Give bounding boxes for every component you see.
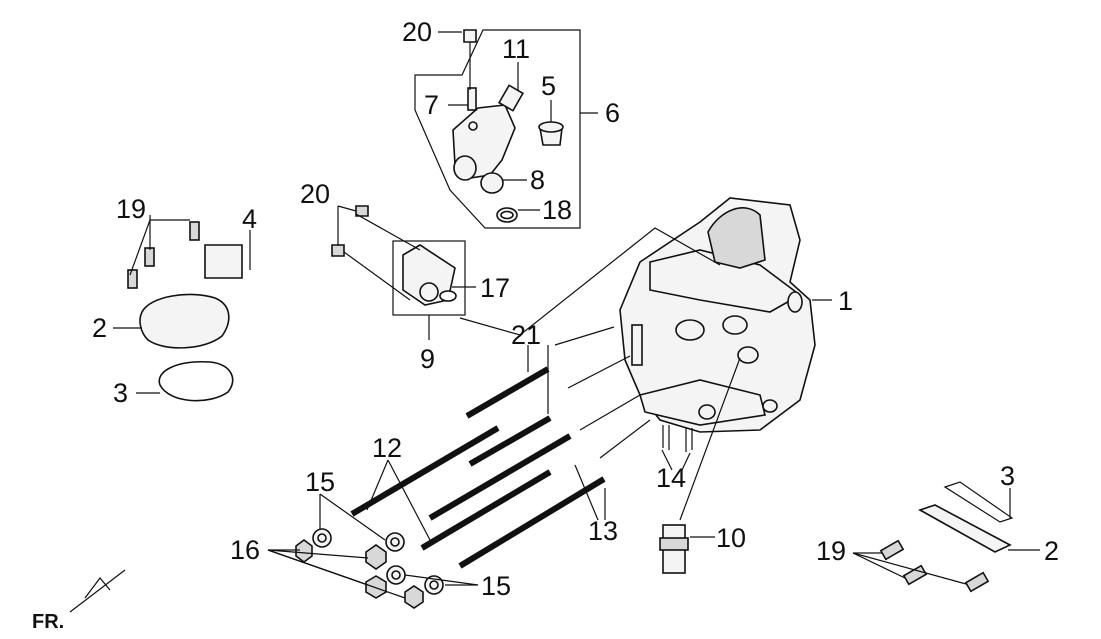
label-7: 7	[424, 90, 439, 120]
stud-bolts	[350, 366, 606, 569]
callout-labels: 20 11 7 5 6 8 18 20 17 9 1 19 4 2 3 21 1…	[92, 17, 1059, 601]
nuts-and-washers	[295, 528, 444, 609]
label-17: 17	[480, 273, 510, 303]
label-18: 18	[542, 195, 572, 225]
spark-plug	[659, 524, 689, 574]
label-20-mid: 20	[300, 179, 330, 209]
label-20-top: 20	[402, 17, 432, 47]
side-cover-right	[879, 481, 1014, 593]
label-15-bottom: 15	[481, 571, 511, 601]
label-6: 6	[605, 98, 620, 128]
label-4: 4	[242, 204, 257, 234]
label-16: 16	[230, 535, 260, 565]
side-cover-left	[127, 221, 243, 402]
label-8: 8	[530, 165, 545, 195]
label-10: 10	[716, 523, 746, 553]
label-1: 1	[838, 286, 853, 316]
orientation-label: FR.	[32, 611, 64, 633]
label-12: 12	[372, 433, 402, 463]
label-3-left: 3	[113, 378, 128, 408]
label-2-right: 2	[1044, 536, 1059, 566]
cylinder-head	[619, 197, 816, 452]
label-3-right: 3	[1000, 461, 1015, 491]
label-2-left: 2	[92, 313, 107, 343]
label-21: 21	[511, 320, 541, 350]
front-orientation-arrow	[69, 569, 126, 613]
label-19-left: 19	[116, 194, 146, 224]
label-19-right: 19	[816, 536, 846, 566]
label-15-top: 15	[305, 467, 335, 497]
water-outlet-fitting	[331, 205, 466, 316]
label-9: 9	[420, 344, 435, 374]
label-11: 11	[502, 34, 530, 64]
label-5: 5	[541, 71, 556, 101]
thermostat-assembly	[414, 29, 581, 229]
leader-lines	[113, 31, 1040, 599]
label-14: 14	[656, 463, 686, 493]
label-13: 13	[588, 516, 618, 546]
